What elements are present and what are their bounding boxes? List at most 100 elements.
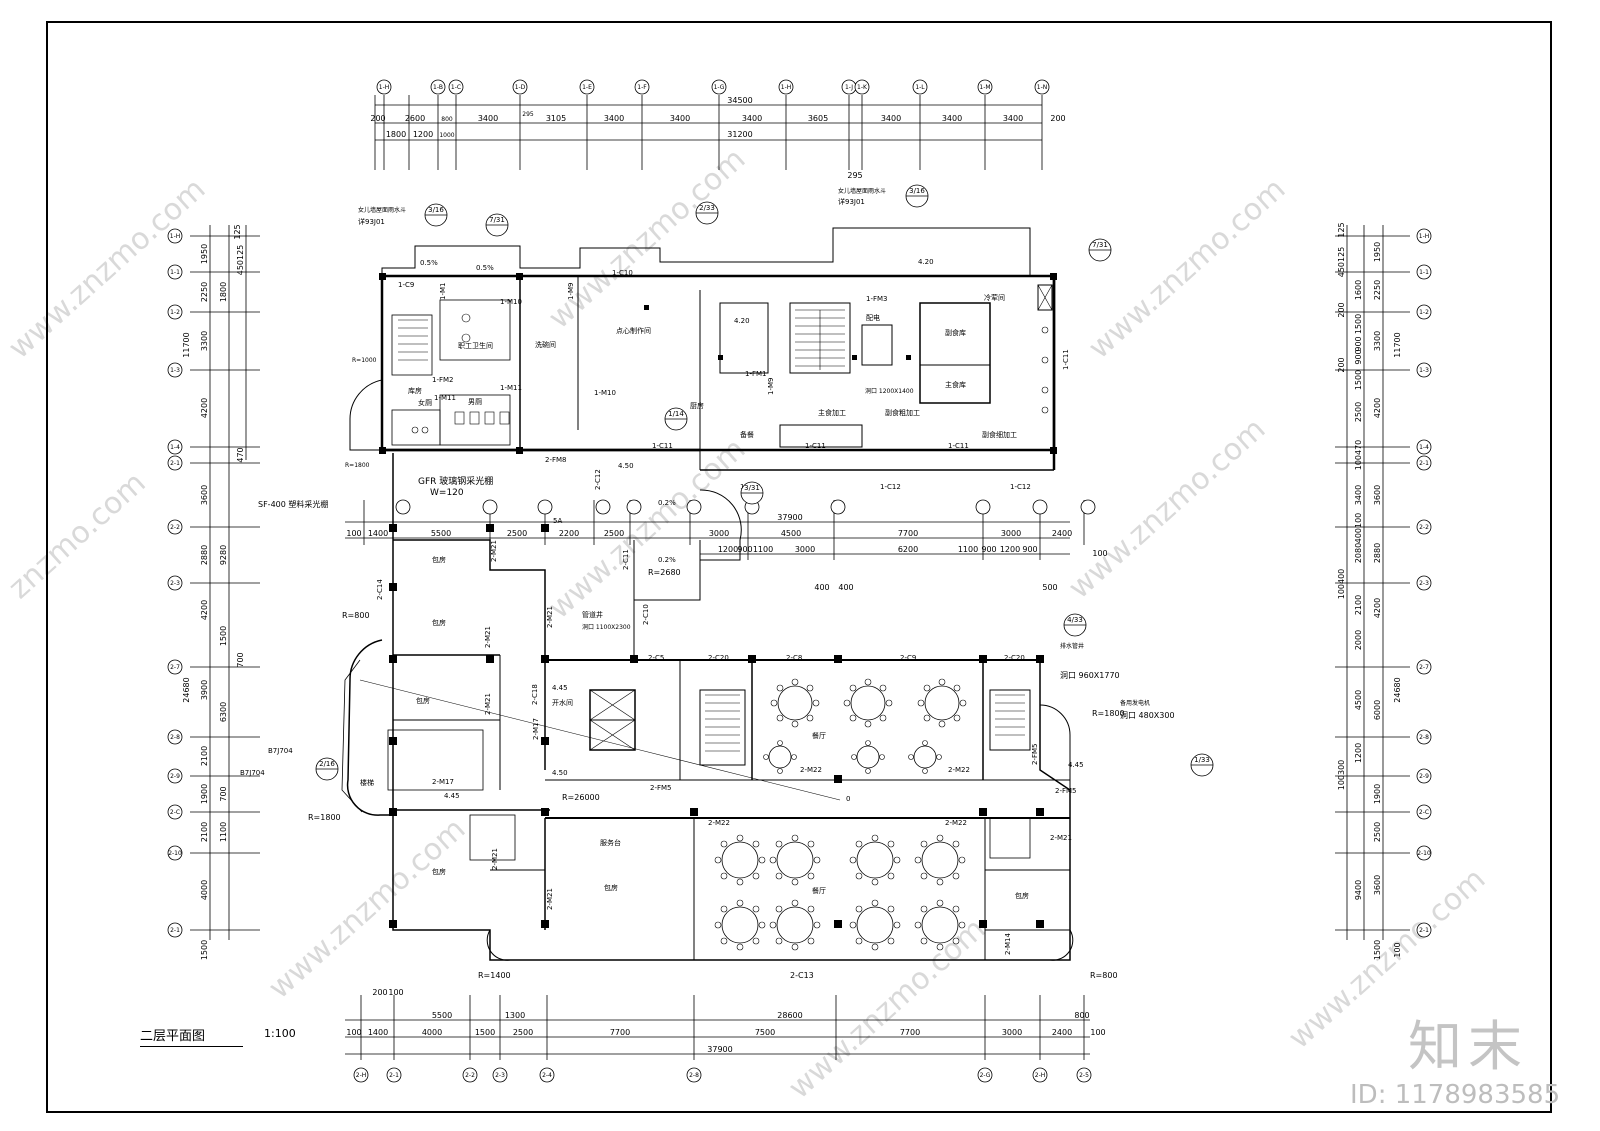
door-tag: 2-M21	[546, 888, 554, 910]
dim: 1600	[1354, 280, 1363, 300]
room-label: 包房	[432, 867, 446, 876]
axis-label: 1-H	[170, 233, 181, 240]
door-tag: 2-M22	[945, 819, 967, 827]
dim: 3400	[1003, 114, 1023, 123]
axis-label: 2-8	[1419, 734, 1429, 741]
dim: 1500	[1373, 940, 1382, 960]
dim: 295	[522, 111, 534, 118]
dim: 400100	[1354, 513, 1363, 544]
window-tag: 1-C12	[1010, 483, 1031, 491]
mid-dim-labels: 37900 100 1400 5500 2500 2200 2500 3000 …	[346, 513, 1107, 592]
mid-axis-bubbles	[395, 499, 1096, 515]
right-axis-labels: 1-H 1-1 1-2 1-3 1-4 2-1 2-2 2-3 2-7 2-8 …	[1417, 233, 1431, 934]
dim: 900	[1354, 336, 1363, 351]
dim: 3300	[1373, 331, 1382, 351]
axis-label: 2-1	[170, 460, 180, 467]
standard-ref: B7J704	[268, 747, 293, 755]
room-label: 包房	[416, 696, 430, 705]
room-label: 排水管井	[1060, 642, 1084, 650]
axis-label: 2-C	[1419, 809, 1429, 816]
upper-labels: 女儿墙屋面雨水斗 详93J01 女儿墙屋面雨水斗 详93J01 0.5% 0.5…	[258, 187, 1070, 509]
left-dimensions	[190, 225, 260, 940]
dim: 2500	[513, 1028, 533, 1037]
dim: 800	[1074, 1011, 1089, 1020]
dim: 2400	[1052, 1028, 1072, 1037]
room-label: 男厕	[468, 398, 482, 406]
door-tag: 2-M22	[708, 819, 730, 827]
axis-label: 2-3	[495, 1072, 505, 1079]
room-label: 点心制作间	[616, 326, 651, 335]
bottom-axis-labels: 2-H 2-1 2-2 2-3 2-4 2-8 2-G 2-H 2-5	[356, 1072, 1089, 1079]
skylight-label: SF-400 塑料采光棚	[258, 499, 328, 509]
door-tag: 2-M21	[490, 540, 498, 562]
dim: 1900	[200, 784, 209, 804]
room-label: 包房	[432, 618, 446, 627]
axis-label: 2-9	[1419, 773, 1429, 780]
elevation-mark: 4.20	[734, 317, 750, 325]
room-label: 餐厅	[812, 731, 826, 740]
dim: 2500	[1354, 402, 1363, 422]
upper-block-walls	[349, 227, 1056, 471]
window-tag: 1-C11	[652, 442, 673, 450]
radius-mark: R=800	[342, 611, 370, 620]
dim: 3400	[742, 114, 762, 123]
door-tag: 1-M9	[767, 378, 775, 395]
radius-mark: R=1800	[345, 462, 370, 469]
dim: 4200	[200, 398, 209, 418]
room-label: 开水间	[552, 698, 573, 707]
door-tag: 2-M21	[484, 626, 492, 648]
dim: 200	[1337, 357, 1346, 372]
dim: 3000	[1002, 1028, 1022, 1037]
door-tag: 1-M9	[567, 283, 575, 300]
dim: 7700	[898, 529, 918, 538]
door-tag: 2-M21	[1050, 834, 1072, 842]
dim: 200	[372, 988, 387, 997]
dim: 1200	[1000, 545, 1020, 554]
axis-label: 2-7	[170, 664, 180, 671]
dim: 100	[1393, 942, 1402, 957]
callout-label: 7/31	[1092, 241, 1108, 249]
dim: 400	[814, 583, 829, 592]
axis-label: 2-1	[389, 1072, 399, 1079]
dim: 1500	[1354, 370, 1363, 390]
window-tag: 2-C9	[900, 654, 916, 662]
room-label: 5A	[553, 517, 562, 525]
axis-label: 1-J	[845, 84, 853, 91]
door-tag: 1-M11	[434, 394, 456, 402]
left-axis-bubbles	[167, 228, 183, 938]
door-tag: 2-FM5	[650, 784, 672, 792]
room-label: 库房	[408, 386, 422, 395]
dim: 100400	[1337, 569, 1346, 600]
dim: 100	[346, 1028, 361, 1037]
slope-mark: 0.5%	[476, 264, 494, 272]
right-axis-bubbles	[1416, 228, 1432, 938]
window-tag: 2-C14	[376, 579, 384, 600]
axis-label: 2-8	[689, 1072, 699, 1079]
dim: 295	[847, 171, 862, 180]
dim: 2100	[1354, 595, 1363, 615]
dim: 4500	[1354, 690, 1363, 710]
lower-block-walls	[341, 453, 1074, 961]
dim: 700	[236, 652, 245, 667]
dim: 900	[981, 545, 996, 554]
dim: 2500	[604, 529, 624, 538]
room-label: 冷荤间	[984, 293, 1005, 302]
dim: 100	[1090, 1028, 1105, 1037]
room-label: 备餐	[740, 430, 754, 439]
door-tag: 2-M21	[491, 848, 499, 870]
watermark: znzmo.com	[2, 465, 153, 606]
dim: 1500	[475, 1028, 495, 1037]
dim: 3400	[1354, 485, 1363, 505]
elevation-mark: 4.50	[552, 769, 568, 777]
axis-label: 1-3	[1419, 367, 1429, 374]
dim: 200	[1050, 114, 1065, 123]
dim: 1800	[219, 282, 228, 302]
dim: 500	[1042, 583, 1057, 592]
callout-label: 4/33	[1067, 616, 1083, 624]
dim: 4200	[1373, 598, 1382, 618]
dining-tables	[721, 685, 960, 944]
door-tag: 1-M10	[594, 389, 616, 397]
dim: 2880	[1373, 543, 1382, 563]
dim: 1400	[368, 529, 388, 538]
dim: 4000	[200, 880, 209, 900]
